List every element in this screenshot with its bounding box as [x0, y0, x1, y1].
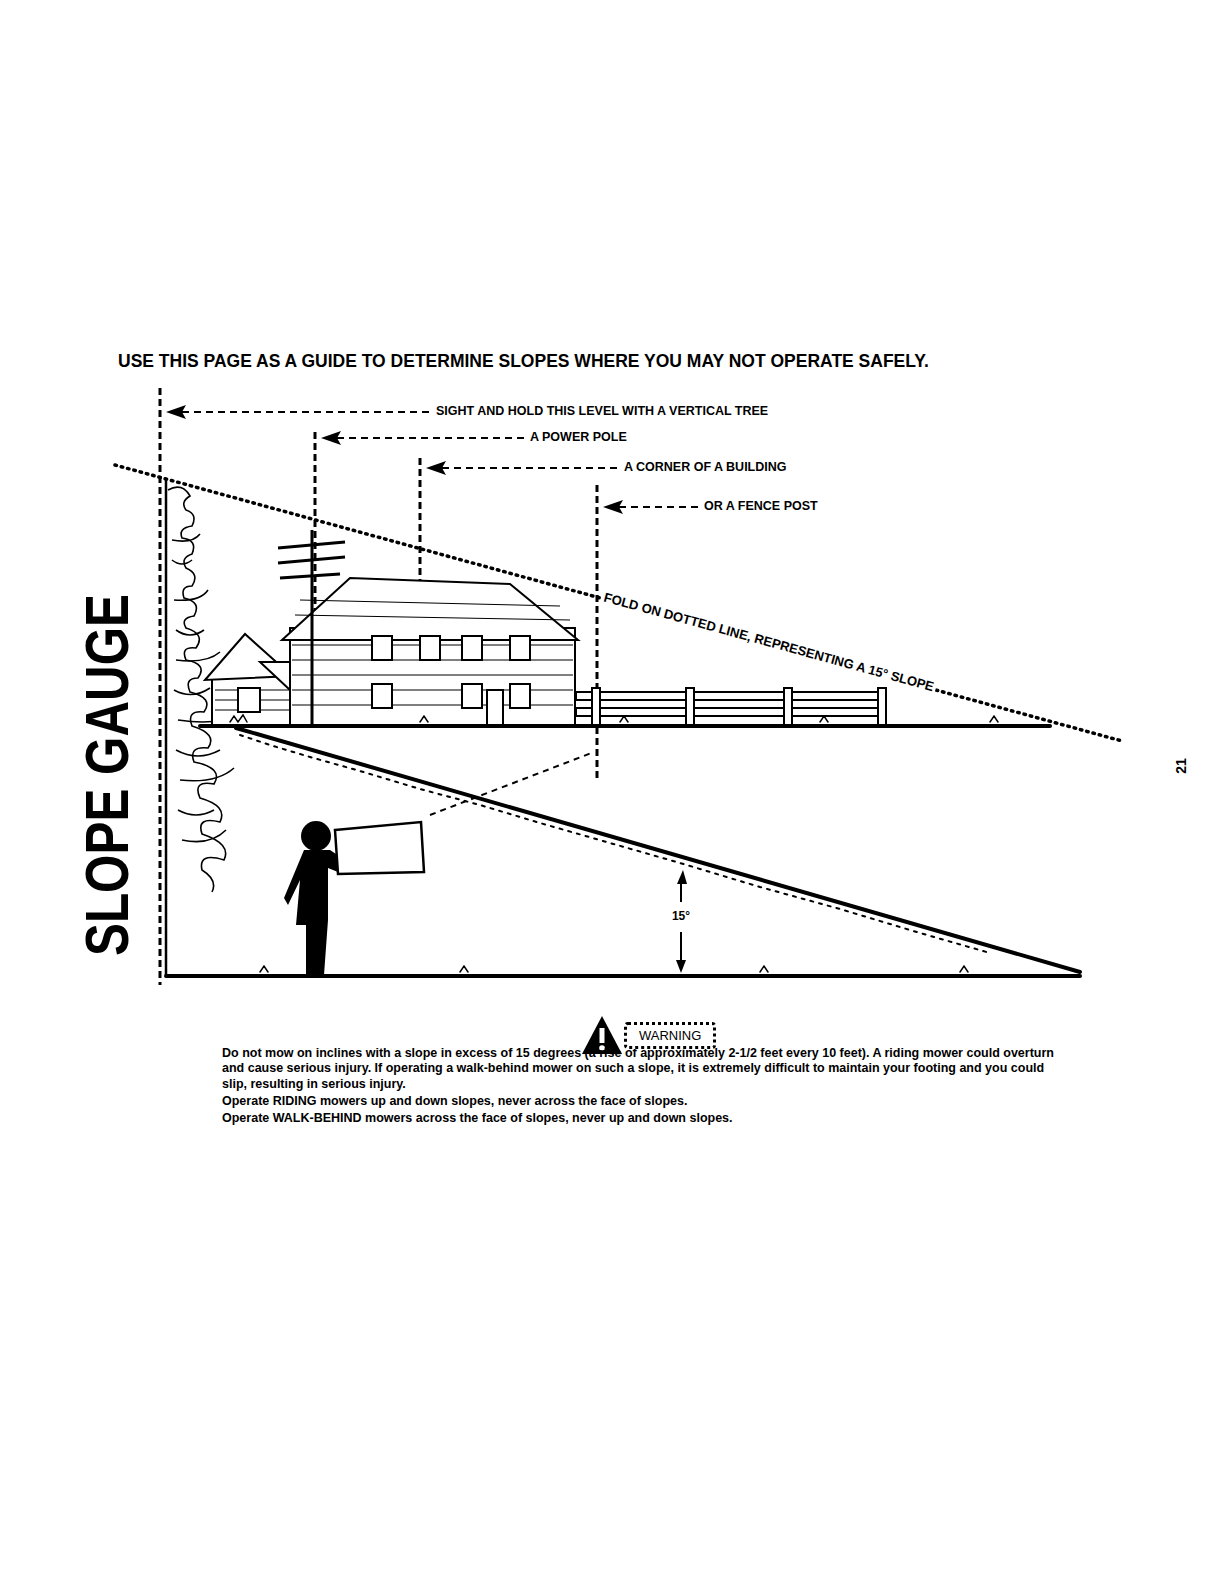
warning-text-block: Do not mow on inclines with a slope in e…	[222, 1046, 1054, 1128]
warning-box: WARNING	[624, 1022, 716, 1049]
page-heading: USE THIS PAGE AS A GUIDE TO DETERMINE SL…	[118, 351, 929, 371]
angle-label: 15°	[672, 910, 690, 924]
vertical-title: SLOPE GAUGE	[76, 594, 138, 956]
page-number: 21	[1173, 758, 1189, 774]
sight-instruction: SIGHT AND HOLD THIS LEVEL WITH A VERTICA…	[436, 404, 768, 418]
warning-paragraph: Operate RIDING mowers up and down slopes…	[222, 1094, 1054, 1109]
reference-label: A CORNER OF A BUILDING	[624, 460, 787, 474]
warning-paragraph: Operate WALK-BEHIND mowers across the fa…	[222, 1111, 1054, 1126]
reference-label: A POWER POLE	[530, 430, 627, 444]
reference-label: OR A FENCE POST	[704, 499, 818, 513]
fold-line-label: FOLD ON DOTTED LINE, REPRESENTING A 15° …	[600, 590, 937, 696]
warning-word: WARNING	[639, 1028, 701, 1043]
warning-paragraph: Do not mow on inclines with a slope in e…	[222, 1046, 1054, 1092]
